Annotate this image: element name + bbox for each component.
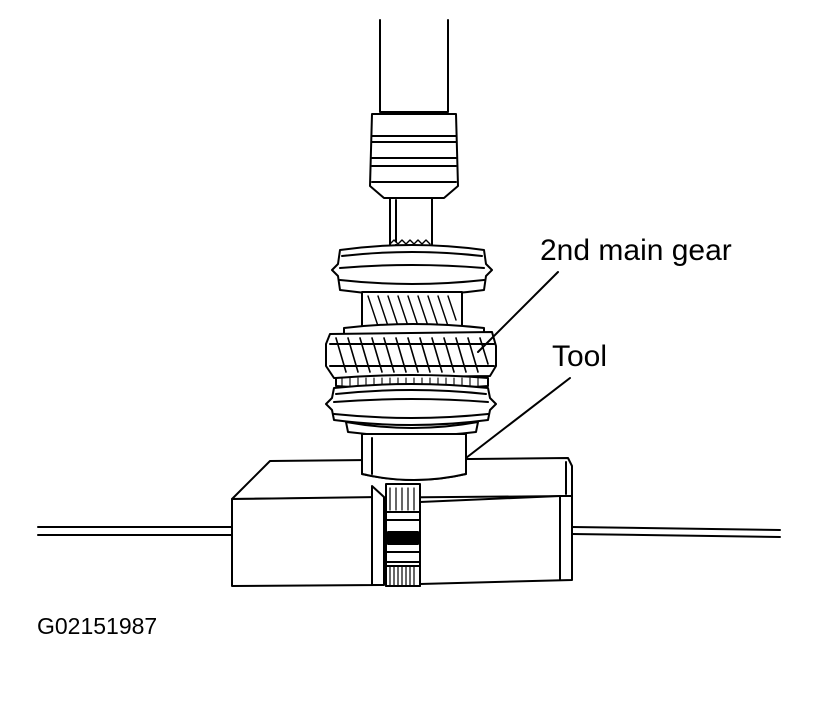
- tool-sleeve: [361, 433, 467, 481]
- second-main-gear: [325, 331, 497, 390]
- bench-rail-left: [37, 526, 233, 536]
- upper-ring: [331, 239, 493, 296]
- bench-rail-right: [571, 526, 781, 538]
- shaft-spline: [385, 483, 421, 587]
- tool-label: Tool: [552, 340, 607, 373]
- gear-leader-line: [477, 271, 559, 353]
- leader-lines: [465, 271, 571, 459]
- press-ram: [369, 19, 459, 247]
- figure-id: G02151987: [37, 613, 157, 639]
- second-main-gear-label: 2nd main gear: [540, 234, 732, 267]
- tool-leader-line: [465, 377, 571, 459]
- lower-ring: [325, 383, 497, 437]
- small-helical-gear: [343, 291, 485, 339]
